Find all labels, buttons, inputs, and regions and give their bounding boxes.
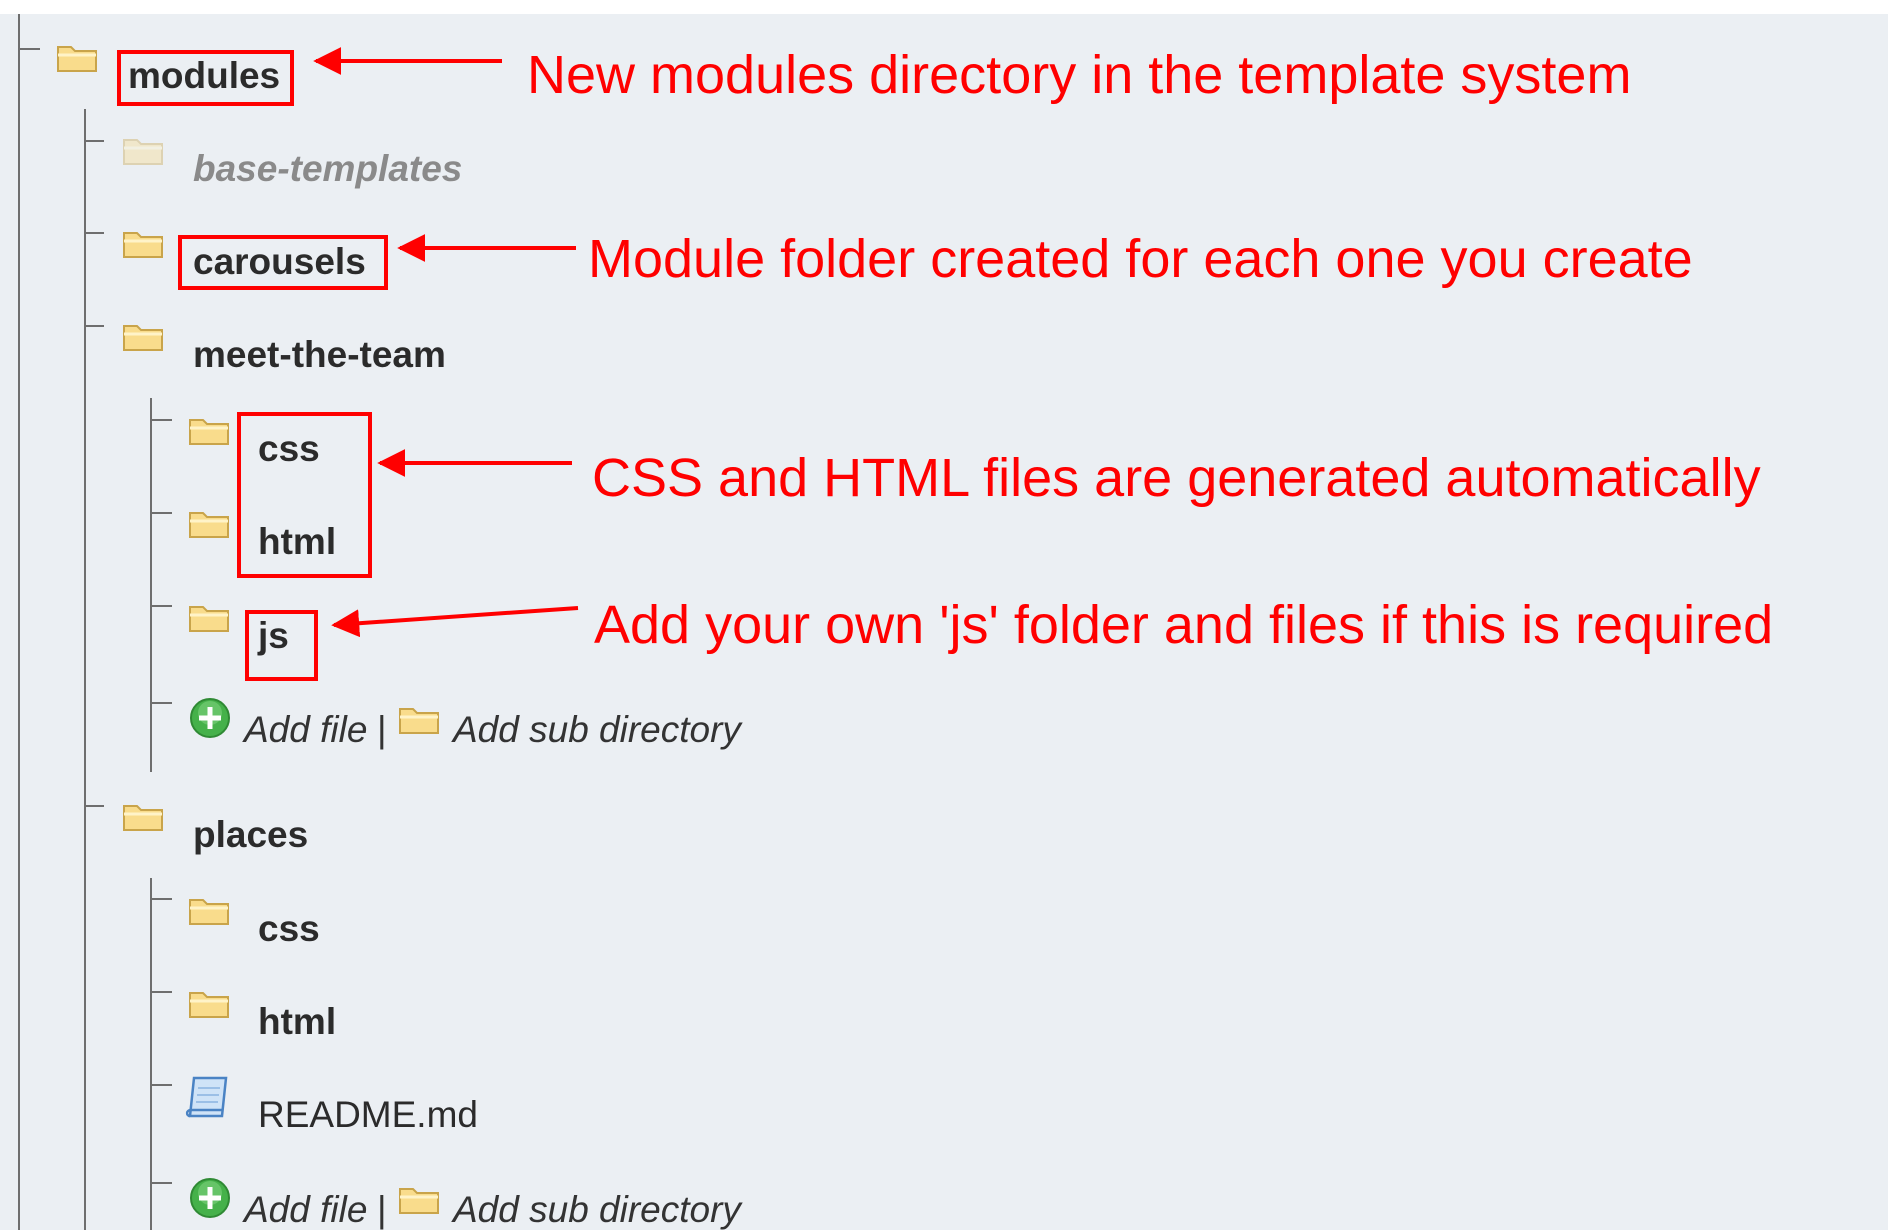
tree-branch-places-add	[150, 1182, 172, 1184]
tree-item-places[interactable]: places	[193, 814, 309, 855]
tree-branch-places-css	[150, 898, 172, 900]
tree-branch-mtt-add	[150, 702, 172, 704]
tree-line-places	[150, 878, 152, 1230]
tree-branch-meet-the-team	[84, 325, 104, 327]
tree-item-carousels[interactable]: carousels	[193, 241, 366, 282]
tree-item-mtt-css[interactable]: css	[258, 428, 320, 469]
folder-icon[interactable]	[122, 228, 166, 260]
tree-branch-mtt-css	[150, 419, 172, 421]
tree-branch-carousels	[84, 232, 104, 234]
add-sub-directory-link[interactable]: Add sub directory	[453, 709, 741, 750]
folder-icon[interactable]	[188, 602, 232, 634]
plus-circle-icon[interactable]	[188, 696, 232, 740]
folder-icon[interactable]	[122, 135, 166, 167]
folder-icon[interactable]	[188, 415, 232, 447]
tree-item-places-css[interactable]: css	[258, 908, 320, 949]
folder-icon[interactable]	[398, 704, 442, 736]
highlight-box-carousels	[178, 235, 388, 290]
annotation-modules: New modules directory in the template sy…	[527, 45, 1632, 105]
tree-branch-places-html	[150, 991, 172, 993]
annotation-carousels: Module folder created for each one you c…	[588, 229, 1693, 289]
tree-branch-places-readme	[150, 1084, 172, 1086]
folder-icon[interactable]	[398, 1184, 442, 1216]
plus-circle-icon[interactable]	[188, 1176, 232, 1220]
folder-icon[interactable]	[122, 801, 166, 833]
tree-item-mtt-html[interactable]: html	[258, 521, 337, 562]
folder-icon[interactable]	[56, 42, 100, 74]
tree-branch-base-templates	[84, 140, 104, 142]
document-scroll-icon[interactable]	[184, 1074, 232, 1122]
tree-item-base-templates[interactable]: base-templates	[193, 148, 463, 189]
add-sub-directory-link[interactable]: Add sub directory	[453, 1189, 741, 1230]
action-separator: |	[377, 709, 387, 750]
add-file-link[interactable]: Add file	[244, 1189, 368, 1230]
tree-line-modules	[84, 109, 86, 1230]
add-file-link[interactable]: Add file	[244, 709, 368, 750]
annotation-css-html: CSS and HTML files are generated automat…	[592, 448, 1761, 508]
tree-item-readme[interactable]: README.md	[258, 1094, 478, 1135]
highlight-box-css-html	[237, 412, 372, 578]
tree-item-mtt-js[interactable]: js	[258, 615, 289, 656]
folder-icon[interactable]	[188, 895, 232, 927]
highlight-box-modules	[117, 50, 294, 106]
tree-line-meet-the-team	[150, 398, 152, 772]
highlight-box-js	[245, 610, 318, 681]
tree-item-meet-the-team[interactable]: meet-the-team	[193, 334, 446, 375]
action-separator: |	[377, 1189, 387, 1230]
folder-icon[interactable]	[188, 988, 232, 1020]
folder-icon[interactable]	[188, 508, 232, 540]
tree-branch-mtt-html	[150, 512, 172, 514]
annotation-js: Add your own 'js' folder and files if th…	[594, 595, 1774, 655]
tree-branch-mtt-js	[150, 605, 172, 607]
tree-branch-places	[84, 805, 104, 807]
tree-branch-modules	[18, 48, 40, 50]
folder-icon[interactable]	[122, 321, 166, 353]
tree-item-modules[interactable]: modules	[128, 55, 281, 96]
tree-item-places-html[interactable]: html	[258, 1001, 337, 1042]
tree-line-root	[18, 14, 20, 1230]
